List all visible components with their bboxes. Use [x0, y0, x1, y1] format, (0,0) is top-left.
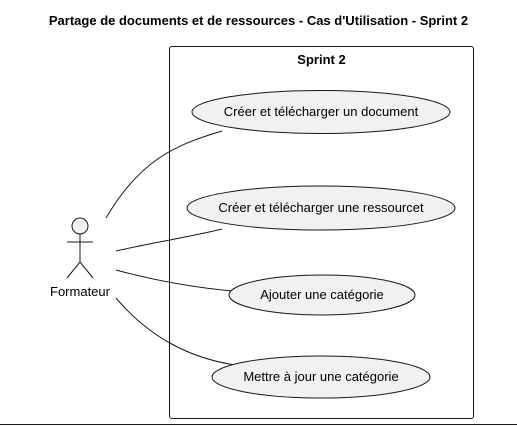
association-uc3 — [115, 269, 233, 292]
use-case-ellipse — [186, 185, 456, 231]
actor-label: Formateur — [50, 284, 111, 299]
use-case-label: Mettre à jour une catégorie — [243, 369, 398, 384]
use-case-1[interactable]: Créer et télécharger un document — [191, 90, 451, 134]
use-case-4[interactable]: Mettre à jour une catégorie — [211, 355, 431, 399]
use-case-label: Créer et télécharger un document — [224, 104, 419, 119]
associations — [105, 130, 236, 366]
use-case-3[interactable]: Ajouter une catégorie — [228, 274, 416, 316]
association-uc1 — [105, 130, 223, 219]
use-case-label: Ajouter une catégorie — [260, 287, 384, 302]
use-case-label: Créer et télécharger une ressourcet — [218, 200, 424, 215]
diagram-title: Partage de documents et de ressources - … — [48, 13, 469, 28]
use-case-ellipse — [191, 90, 451, 134]
system-title: Sprint 2 — [297, 52, 345, 67]
system-boundary: Sprint 2 — [169, 46, 474, 419]
use-case-ellipse — [211, 355, 431, 399]
association-uc2 — [115, 228, 223, 252]
system-boundary-rect — [169, 46, 474, 419]
use-case-2[interactable]: Créer et télécharger une ressourcet — [186, 185, 456, 231]
actor-formateur[interactable]: Formateur — [50, 217, 111, 299]
association-uc4 — [115, 297, 236, 366]
stick-figure-icon — [66, 217, 94, 279]
use-case-ellipse — [228, 274, 416, 316]
